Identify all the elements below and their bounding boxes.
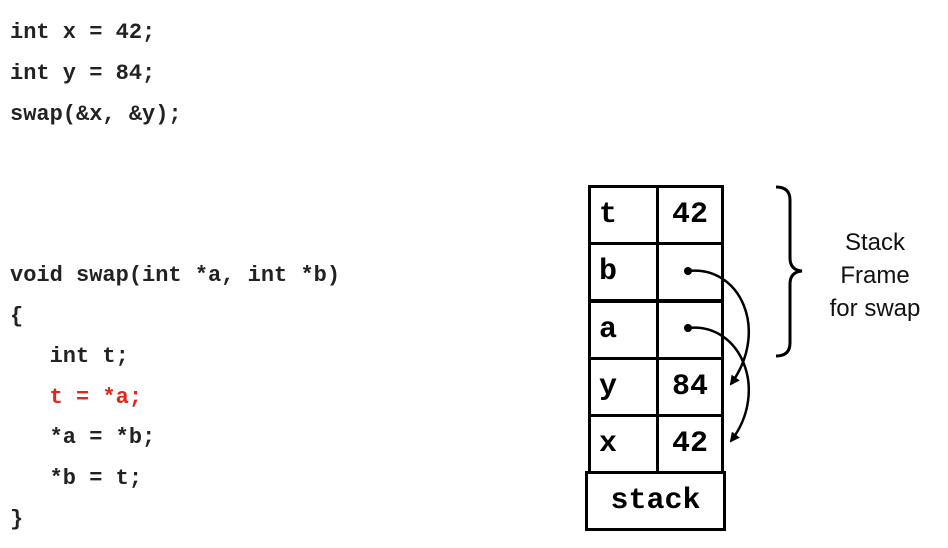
pointer-a-to-x-arrow xyxy=(687,326,750,443)
caller-line-3: swap(&x, &y); xyxy=(10,102,182,127)
frame-label-line-2: Frame xyxy=(840,262,910,289)
code-line: *a = *b; xyxy=(10,425,156,451)
frame-label-line-1: Stack xyxy=(844,229,906,256)
stack-frame-label: Stack Frame for swap xyxy=(810,226,940,325)
caller-line-1: int x = 42; xyxy=(10,20,156,45)
pointer-b-to-y-arrow xyxy=(687,269,750,386)
code-line: int t; xyxy=(10,344,129,370)
code-line: *b = t; xyxy=(10,466,143,491)
code-line: void swap(int *a, int *b) xyxy=(10,263,341,288)
caller-line-2: int y = 84; xyxy=(10,61,156,86)
curly-brace-icon xyxy=(775,185,803,358)
code-line: } xyxy=(10,506,24,532)
highlighted-code-line: t = *a; xyxy=(10,384,143,410)
code-line: { xyxy=(10,303,24,329)
stack-base-label: stack xyxy=(585,471,726,531)
frame-label-line-3: for swap xyxy=(829,295,921,322)
